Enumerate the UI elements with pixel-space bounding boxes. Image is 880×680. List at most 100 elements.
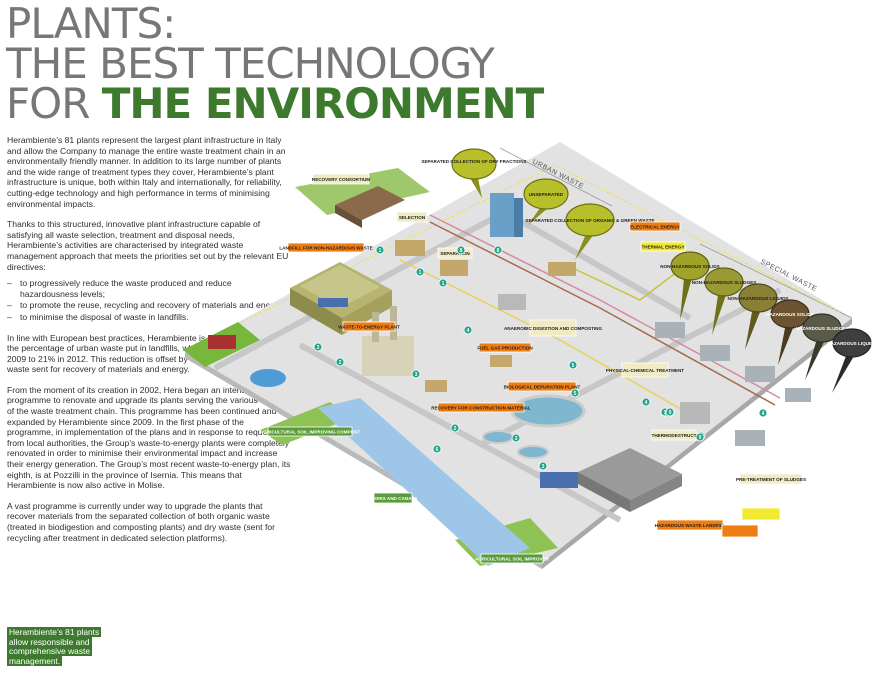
farm-barn — [208, 335, 236, 349]
paragraph-approach: Thanks to this structured, innovative pl… — [7, 219, 289, 272]
step-badge-9: 9 — [695, 432, 705, 442]
step-badge-number: 4 — [467, 328, 470, 334]
road — [298, 342, 622, 523]
paragraph-programme: From the moment of its creation in 2002,… — [7, 384, 291, 491]
step-badge-5: 5 — [568, 360, 578, 370]
paragraph-upgrade: A vast programme is currently under way … — [7, 500, 275, 543]
bubble-label: NON-HAZARDOUS SOLIDS — [660, 264, 719, 269]
title-line-2: THE BEST TECHNOLOGY — [6, 39, 495, 88]
step-badge-number: 2 — [339, 360, 342, 366]
step-badge-number: 2 — [454, 426, 457, 432]
consortium-wall — [335, 205, 362, 228]
label-recovery-construction: RECOVERY FOR CONSTRUCTION MATERIAL — [431, 402, 531, 413]
landfill-side — [290, 288, 342, 335]
svg-text:LANDFILL FOR NON-HAZARDOUS WAS: LANDFILL FOR NON-HAZARDOUS WASTE — [279, 246, 372, 251]
svg-text:RIVERS AND CANALS: RIVERS AND CANALS — [369, 496, 418, 501]
separation-building — [440, 260, 468, 276]
label-thermal-energy: THERMAL ENERGY — [640, 241, 686, 252]
thermodestruct-building — [680, 402, 710, 424]
landfill-terrace — [300, 265, 380, 308]
svg-text:AGRICULTURAL SOIL IMPROVER: AGRICULTURAL SOIL IMPROVER — [475, 557, 549, 562]
directive-list: to progressively reduce the waste produc… — [7, 278, 292, 322]
bubble-nh-sludges: NON-HAZARDOUS SLUDGES — [692, 267, 757, 335]
step-badge-1: 1 — [438, 278, 448, 288]
fuel-building — [490, 355, 512, 367]
label-recovery-consortium: RECOVERY CONSORTIUM — [312, 173, 370, 185]
svg-text:PHYSICAL-CHEMICAL TREATMENT: PHYSICAL-CHEMICAL TREATMENT — [606, 368, 684, 373]
consortium-roof — [335, 186, 405, 220]
svg-text:THERMODESTRUCT: THERMODESTRUCT — [652, 433, 697, 438]
label-bio-depuration: BIOLOGICAL DEPURATION PLANT — [504, 381, 581, 392]
step-badge-1: 1 — [415, 267, 425, 277]
bubble-h-solids: HAZARDOUS SOLIDS — [766, 299, 814, 365]
step-badge-3: 3 — [411, 369, 421, 379]
body-text: Herambiente’s 81 plants represent the la… — [7, 135, 292, 553]
step-badge-3: 3 — [511, 433, 521, 443]
step-badge-3: 3 — [538, 461, 548, 471]
hazardous-landfill-side — [630, 474, 682, 512]
step-badge-2: 2 — [450, 423, 460, 433]
label-anaerobic: ANAEROBIC DIGESTION AND COMPOSTING — [504, 319, 603, 337]
facility — [745, 366, 775, 382]
step-badge-number: 1 — [379, 248, 382, 254]
step-badge-number: 1 — [442, 281, 445, 287]
label-agri-compost: AGRICULTURAL SOIL IMPROVING COMPOST — [260, 426, 360, 437]
selection-building — [395, 240, 425, 256]
bubble-nh-solids: NON-HAZARDOUS SOLIDS — [660, 251, 720, 320]
label-thermodestruct: THERMODESTRUCT — [652, 429, 697, 441]
step-badge-4: 4 — [463, 325, 473, 335]
bubble-unseparated: UNSEPARATED — [523, 178, 569, 225]
solar-panels — [318, 298, 348, 307]
svg-text:THERMAL ENERGY: THERMAL ENERGY — [641, 245, 684, 250]
bubble-label: HAZARDOUS SOLIDS — [766, 312, 814, 317]
bubble-label: NON-HAZARDOUS SLUDGES — [692, 280, 757, 285]
svg-text:ANAEROBIC DIGESTION AND COMPOS: ANAEROBIC DIGESTION AND COMPOSTING — [504, 326, 603, 331]
svg-text:SELECTION: SELECTION — [399, 215, 426, 220]
label-landfill-nh: LANDFILL FOR NON-HAZARDOUS WASTE — [279, 242, 373, 253]
step-badge-4: 4 — [641, 397, 651, 407]
step-badge-9: 9 — [665, 407, 675, 417]
step-badge-8: 8 — [456, 245, 466, 255]
pipeline — [429, 214, 781, 399]
facility — [700, 345, 730, 361]
step-badge-number: 5 — [572, 363, 575, 369]
title-highlight: THE ENVIRONMENT — [101, 79, 545, 128]
paragraph-intro: Herambiente’s 81 plants represent the la… — [7, 135, 286, 209]
depuration-tank — [482, 430, 514, 444]
svg-text:RECOVERY FOR CONSTRUCTION MATE: RECOVERY FOR CONSTRUCTION MATERIAL — [431, 406, 531, 411]
bubble-h-liquids: HAZARDOUS LIQUIDS — [827, 328, 877, 393]
bubble-label: NON-HAZARDOUS LIQUIDS — [728, 296, 789, 301]
step-badge-number: 4 — [645, 400, 648, 406]
step-badge-6: 6 — [432, 444, 442, 454]
directive-item: to promote the reuse, recycling and reco… — [7, 300, 292, 311]
step-badge-number: 8 — [497, 248, 500, 254]
label-selection: SELECTION — [396, 211, 428, 223]
label-waste-to-energy: WASTE-TO-ENERGY PLANT — [338, 321, 400, 332]
bubble-label: SEPARATED COLLECTION OF ORGANIC & GREEN … — [525, 218, 654, 223]
step-badge-number: 5 — [574, 391, 577, 397]
svg-text:ELECTRICAL ENERGY: ELECTRICAL ENERGY — [630, 225, 680, 230]
svg-text:AGRICULTURAL SOIL IMPROVING CO: AGRICULTURAL SOIL IMPROVING COMPOST — [260, 430, 360, 435]
title-line-3: FOR THE ENVIRONMENT — [6, 83, 544, 125]
page-title: PLANTS: THE BEST TECHNOLOGY FOR THE ENVI… — [6, 3, 544, 125]
label-physical-chemical: PHYSICAL-CHEMICAL TREATMENT — [606, 362, 684, 378]
svg-text:PRE-TREATMENT OF SLUDGES: PRE-TREATMENT OF SLUDGES — [736, 477, 806, 482]
step-badge-2: 2 — [335, 357, 345, 367]
step-badge-5: 5 — [570, 388, 580, 398]
anaerobic-building — [498, 294, 526, 310]
label-pretreatment: PRE-TREATMENT OF SLUDGES — [736, 473, 806, 485]
urban-fence — [499, 147, 613, 207]
svg-text:HAZARDOUS WASTE LANDFILL: HAZARDOUS WASTE LANDFILL — [655, 523, 726, 528]
step-badge-number: 6 — [436, 447, 439, 453]
callout-box: Herambiente’s 81 plants allow responsibl… — [7, 627, 117, 666]
step-badge-1: 1 — [375, 245, 385, 255]
label-blank-orange — [721, 524, 759, 538]
title-prefix: FOR — [6, 79, 102, 128]
directive-item: to progressively reduce the waste produc… — [7, 278, 292, 299]
bubble-nh-liquids: NON-HAZARDOUS LIQUIDS — [728, 283, 789, 350]
label-fuel: FUEL GAS PRODUCTION — [477, 342, 533, 353]
step-badge-number: 3 — [415, 372, 418, 378]
step-badge-8: 8 — [493, 245, 503, 255]
svg-text:SEPARATION: SEPARATION — [440, 251, 470, 256]
